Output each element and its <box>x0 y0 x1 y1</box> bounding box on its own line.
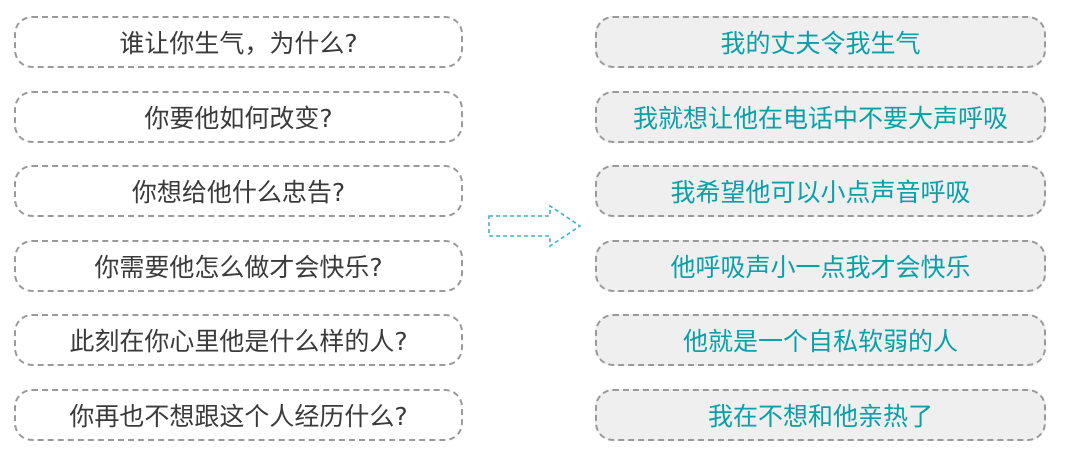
answer-box: 我希望他可以小点声音呼吸 <box>595 165 1046 217</box>
questions-column: 谁让你生气，为什么? 你要他如何改变? 你想给他什么忠告? 你需要他怎么做才会快… <box>14 16 463 463</box>
question-box: 你要他如何改变? <box>14 90 463 143</box>
answer-box: 我在不想和他亲热了 <box>595 388 1046 441</box>
dashed-right-arrow-icon <box>488 204 582 248</box>
question-box: 你需要他怎么做才会快乐? <box>14 239 463 292</box>
question-box: 谁让你生气，为什么? <box>14 16 463 68</box>
question-box: 此刻在你心里他是什么样的人? <box>14 314 463 366</box>
answers-column: 我的丈夫令我生气 我就想让他在电话中不要大声呼吸 我希望他可以小点声音呼吸 他呼… <box>595 16 1046 463</box>
answer-box: 他就是一个自私软弱的人 <box>595 314 1046 366</box>
answer-box: 我就想让他在电话中不要大声呼吸 <box>595 90 1046 143</box>
question-box: 你想给他什么忠告? <box>14 165 463 217</box>
answer-box: 我的丈夫令我生气 <box>595 16 1046 68</box>
answer-box: 他呼吸声小一点我才会快乐 <box>595 239 1046 292</box>
question-box: 你再也不想跟这个人经历什么? <box>14 388 463 441</box>
